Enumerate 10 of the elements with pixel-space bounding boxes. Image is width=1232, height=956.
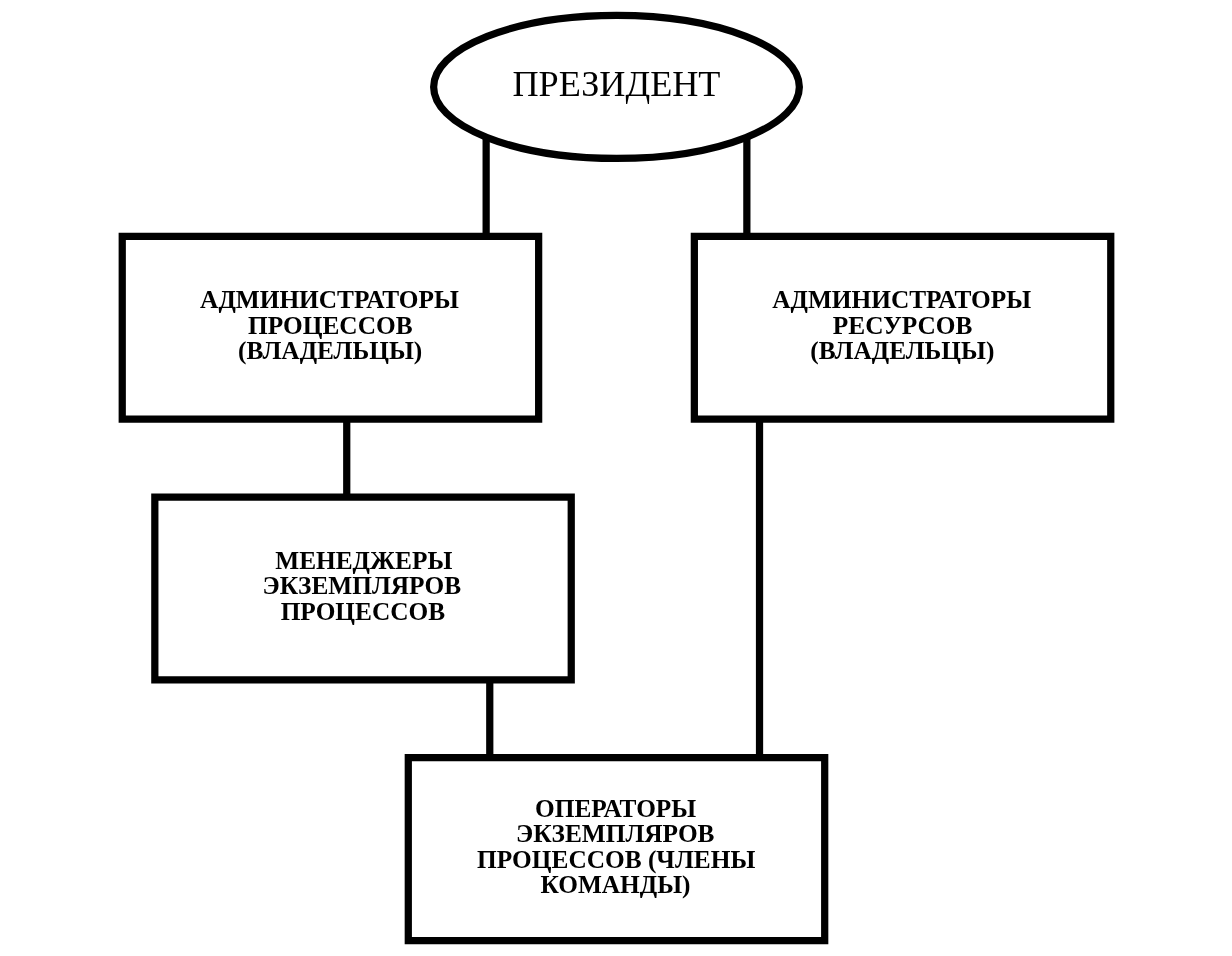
connector bbox=[482, 137, 490, 236]
node-ellipse: ПРЕЗИДЕНТ bbox=[429, 11, 803, 163]
node-box: АДМИНИСТРАТОРЫ ПРОЦЕССОВ (ВЛАДЕЛЬЦЫ) bbox=[118, 232, 542, 423]
connector bbox=[742, 137, 750, 236]
connector bbox=[342, 419, 350, 497]
node-box: ОПЕРАТОРЫ ЭКЗЕМПЛЯРОВ ПРОЦЕССОВ (ЧЛЕНЫ КОМАНДЫ) bbox=[404, 754, 828, 945]
node-box: МЕНЕДЖЕРЫ ЭКЗЕМПЛЯРОВ ПРОЦЕССОВ bbox=[150, 493, 575, 684]
connector bbox=[755, 419, 763, 758]
node-box: АДМИНИСТРАТОРЫ РЕСУРСОВ (ВЛАДЕЛЬЦЫ) bbox=[690, 232, 1114, 423]
connector bbox=[485, 680, 493, 758]
